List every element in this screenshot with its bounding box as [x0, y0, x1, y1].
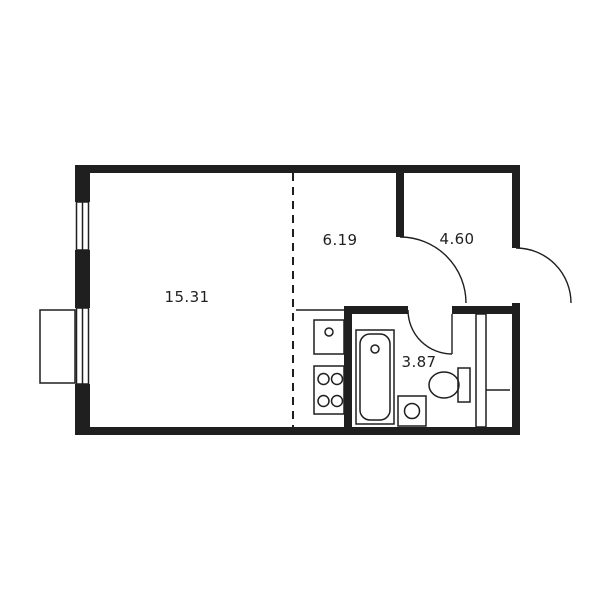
duct-partition — [475, 313, 510, 428]
kitchen-sink-icon — [313, 319, 345, 355]
walls — [75, 165, 520, 435]
kitchen-fixtures — [296, 309, 345, 415]
wall-left-seg1 — [75, 165, 90, 202]
kitchen-area-label: 6.19 — [323, 231, 358, 249]
bathroom-area-label: 3.87 — [402, 353, 437, 371]
bathtub-icon — [355, 329, 395, 425]
bathroom-fixtures — [355, 313, 510, 428]
wall-bathroom-left — [344, 306, 352, 427]
doors — [399, 236, 572, 355]
window-icon — [75, 307, 90, 385]
washing-machine-icon — [397, 395, 427, 427]
entrance-door-arc — [515, 247, 572, 304]
wall-right-upper — [512, 165, 520, 248]
windows — [39, 201, 90, 385]
wall-left-seg3 — [75, 384, 90, 435]
hall-door-arc — [399, 236, 467, 304]
wall-right-lower — [512, 303, 520, 435]
toilet-icon — [428, 367, 471, 403]
room-labels: 15.31 6.19 4.60 3.87 — [165, 230, 475, 371]
wall-bottom — [75, 427, 520, 435]
wall-kitchen-hall — [396, 173, 404, 237]
wall-top — [75, 165, 520, 173]
hallway-area-label: 4.60 — [440, 230, 475, 248]
wall-bathroom-top-right — [452, 306, 512, 314]
wall-left-seg2 — [75, 250, 90, 308]
stove-icon — [313, 365, 345, 415]
wall-bathroom-top-left — [344, 306, 408, 314]
bathroom-door-arc — [407, 309, 453, 355]
window-icon — [75, 201, 90, 251]
living-room-area-label: 15.31 — [165, 288, 210, 306]
window-bay — [39, 309, 76, 384]
